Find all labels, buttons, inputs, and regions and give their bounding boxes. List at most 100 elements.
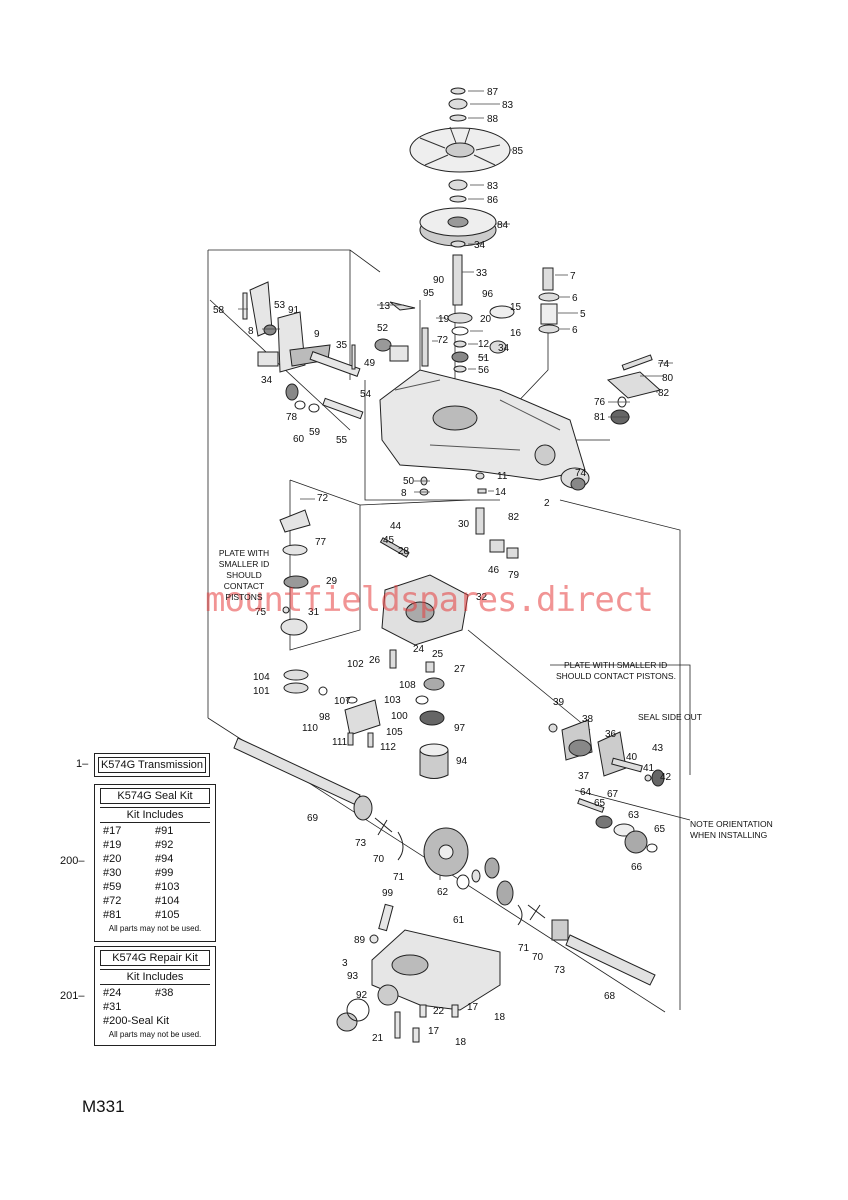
part-callout: 103 — [384, 695, 401, 706]
oring-103 — [318, 686, 328, 696]
part-callout: 88 — [487, 114, 499, 125]
pin-56 — [351, 344, 356, 370]
part-callout: 71 — [518, 943, 530, 954]
part-callout: 97 — [454, 723, 466, 734]
part-102 — [425, 661, 435, 673]
part-callout: 18 — [455, 1037, 467, 1048]
frame-line — [467, 629, 591, 731]
part-71 — [397, 831, 404, 861]
part-callout: 25 — [432, 649, 444, 660]
part-39 — [548, 723, 558, 733]
note-plate-left: PLATE WITH SMALLER ID SHOULD CONTACT PIS… — [213, 548, 275, 603]
part-callout: 64 — [580, 787, 592, 798]
part-59 — [308, 403, 320, 413]
part-7 — [542, 267, 554, 291]
part-75 — [506, 547, 519, 559]
part-callout: 70 — [532, 952, 544, 963]
bushing-73 — [353, 795, 373, 821]
note-line: SHOULD CONTACT PISTONS. — [556, 671, 676, 681]
pin-12 — [421, 327, 429, 367]
part-callout: 71 — [393, 872, 405, 883]
part-6b — [538, 324, 560, 334]
part-5 — [540, 303, 558, 325]
part-callout: 29 — [326, 576, 338, 587]
cylinder-94 — [419, 749, 449, 779]
part-callout: 21 — [372, 1033, 384, 1044]
part-91 — [263, 324, 277, 336]
part-callout: 84 — [497, 220, 509, 231]
upper-housing-2 — [379, 369, 586, 481]
part-34 — [453, 340, 467, 348]
fan-85 — [409, 126, 511, 173]
subframe — [289, 479, 361, 651]
part-callout: 22 — [433, 1006, 445, 1017]
part-callout: 79 — [508, 570, 520, 581]
part-callout: 35 — [336, 340, 348, 351]
part-65 — [595, 815, 613, 829]
pin-61 — [471, 869, 481, 883]
part-callout: 44 — [390, 521, 402, 532]
part-callout: 66 — [631, 862, 643, 873]
shaft-40 — [611, 757, 643, 773]
kit-item: #92 — [155, 839, 174, 851]
part-callout: 32 — [476, 592, 488, 603]
clip-70 — [374, 817, 393, 836]
nut-83 — [448, 98, 468, 110]
part-46 — [283, 575, 309, 589]
bushing-74 — [389, 345, 409, 362]
kit-item: #31 — [103, 1001, 122, 1013]
kit-ref-200: 200– — [60, 855, 85, 867]
block-31 — [280, 618, 308, 636]
kit-repair-box: K574G Repair Kit Kit Includes #24 #38 #3… — [94, 946, 216, 1046]
part-callout: 9 — [314, 329, 320, 340]
part-callout: 17 — [467, 1002, 479, 1013]
part-callout: 90 — [433, 275, 445, 286]
part-callout: 60 — [293, 434, 305, 445]
part-callout: 87 — [487, 87, 499, 98]
part-callout: 31 — [308, 607, 320, 618]
part-callout: 73 — [554, 965, 566, 976]
gear-small-b — [496, 880, 514, 906]
kit-item: #91 — [155, 825, 174, 837]
note-seal-side: SEAL SIDE OUT — [638, 712, 702, 722]
kit-item: #30 — [103, 867, 122, 879]
part-callout: 14 — [495, 487, 507, 498]
frame-line — [208, 249, 381, 273]
frame-line — [574, 789, 691, 821]
part-callout: 17 — [428, 1026, 440, 1037]
leader-lines — [238, 90, 673, 500]
note-line: PLATE WITH SMALLER ID — [564, 660, 668, 670]
note-line: PLATE WITH — [218, 548, 270, 558]
axle-68 — [565, 934, 656, 986]
oring-104 — [346, 696, 358, 704]
part-callout: 34 — [498, 343, 510, 354]
part-71b — [517, 904, 523, 926]
pin-80 — [621, 354, 653, 371]
part-callout: 8 — [248, 326, 254, 337]
part-callout: 83 — [487, 181, 499, 192]
kit-item: #105 — [155, 909, 180, 921]
part-callout: 34 — [261, 375, 273, 386]
kit-item: #200-Seal Kit — [103, 1015, 170, 1027]
part-8b — [475, 472, 485, 480]
gear-small — [484, 857, 500, 879]
part-callout: 95 — [423, 288, 435, 299]
part-callout: 100 — [391, 711, 408, 722]
part-callout: 62 — [437, 887, 449, 898]
part-callout: 5 — [580, 309, 586, 320]
part-41 — [644, 774, 652, 782]
part-callout: 53 — [274, 300, 286, 311]
part-callout: 50 — [403, 476, 415, 487]
washer-88 — [449, 114, 467, 122]
part-callout: 55 — [336, 435, 348, 446]
bushing-73b — [551, 919, 569, 941]
axle-69 — [233, 737, 361, 806]
part-callout: 67 — [607, 789, 619, 800]
part-20 — [447, 312, 473, 324]
gear-62-hub — [438, 844, 454, 860]
part-callout: 74 — [575, 468, 587, 479]
oring-92 — [346, 998, 370, 1022]
kit-item: #94 — [155, 853, 174, 865]
